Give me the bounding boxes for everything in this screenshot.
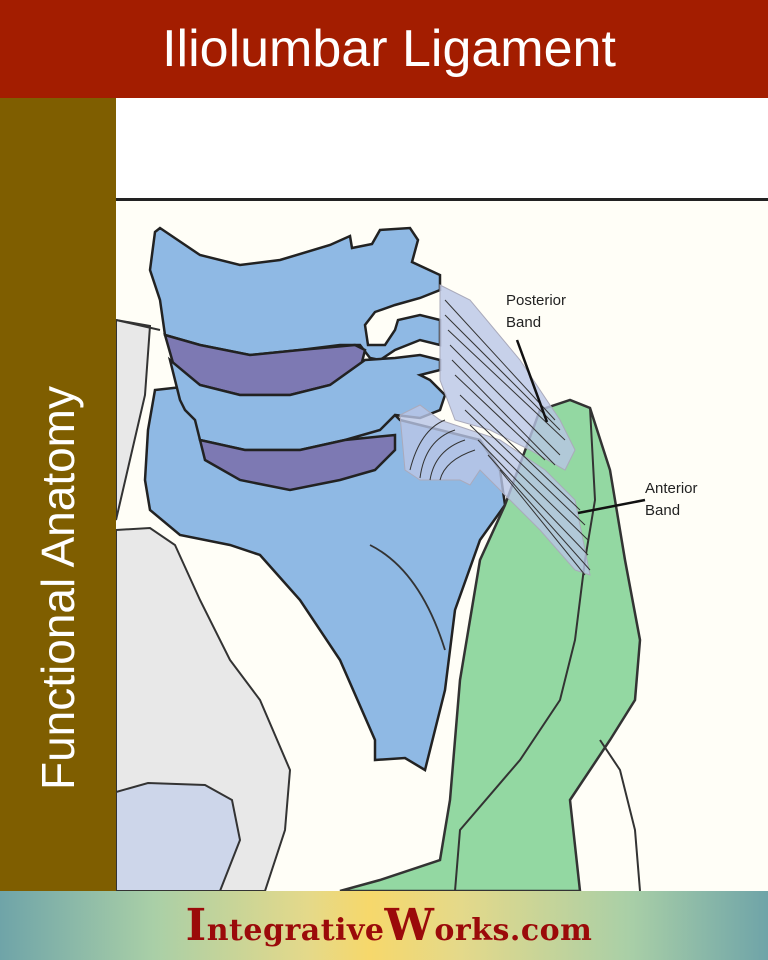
label-anterior-band: Anterior Band — [645, 478, 698, 522]
disc-lower — [198, 433, 397, 492]
brand-cap: I — [185, 900, 207, 951]
title-banner: Iliolumbar Ligament — [0, 0, 768, 98]
page-title: Iliolumbar Ligament — [162, 20, 616, 78]
brand-text: orks.com — [434, 913, 593, 948]
vertebra-l4 — [148, 226, 442, 362]
label-line: Posterior — [506, 292, 567, 309]
anatomy-illustration — [116, 201, 768, 891]
label-posterior-band: Posterior Band — [506, 290, 566, 334]
sidebar-band: Functional Anatomy — [0, 98, 116, 891]
brand-cap: W — [384, 900, 435, 951]
ligament-anterior — [399, 404, 591, 576]
label-line: Band — [645, 502, 681, 519]
label-line: Band — [506, 314, 542, 331]
footer-banner: IntegrativeWorks.com — [0, 891, 768, 960]
brand-logo-link[interactable]: IntegrativeWorks.com — [176, 900, 593, 951]
label-line: Anterior — [645, 480, 698, 497]
pelvis-inner — [116, 781, 242, 891]
brand-text: ntegrative — [206, 913, 385, 948]
pelvis-shape — [116, 318, 152, 521]
divider — [116, 198, 768, 201]
illustration-svg — [116, 226, 646, 891]
sidebar-label: Functional Anatomy — [32, 385, 84, 791]
blank-band — [116, 98, 768, 200]
